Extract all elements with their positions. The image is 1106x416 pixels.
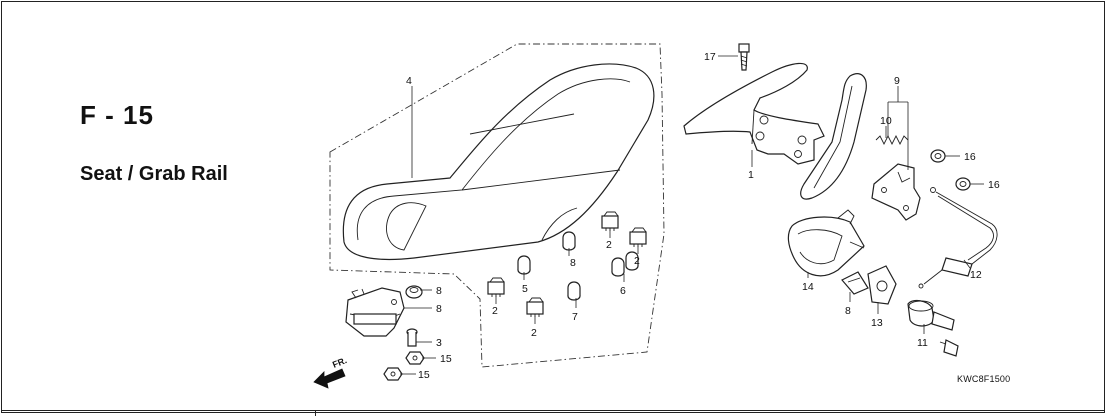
callout-9: 9 [894,75,900,87]
buffer-2 [517,255,531,275]
callout-10: 10 [880,115,892,127]
flange-nut-upper [405,351,425,365]
grommet-lower [955,177,971,191]
buffer-5 [567,281,581,301]
seat-lock-cable [918,187,998,289]
section-code: F - 15 [80,100,154,130]
callout-5: 8 [436,303,442,315]
assembly-boundary [329,43,665,368]
flange-nut-lower [383,367,403,381]
callout-15-upper: 15 [440,353,452,365]
callout-15-lower: 15 [418,369,430,381]
seat-hinge [345,287,405,337]
callout-8-d: 7 [572,311,578,323]
callout-8-b: 5 [522,283,528,295]
key-cylinder [907,299,959,357]
buffer-3 [625,251,639,271]
callout-numbers: 4 17 1 9 10 16 16 12 14 8 13 11 8 8 3 15… [406,51,1000,381]
hinge-collar [406,328,418,347]
callout-4: 8 [845,305,851,317]
bolt [738,43,750,71]
callout-16-lower: 16 [988,179,1000,191]
seat-lock-plate [871,163,921,221]
clip-4 [526,297,544,317]
callout-17: 17 [704,51,716,63]
hinge-bushing [405,285,423,299]
buffer-4 [611,257,625,277]
helmet-hook-box [787,209,865,277]
callout-2-c: 2 [492,305,498,317]
callout-8-a: 8 [570,257,576,269]
callout-2-a: 2 [606,239,612,251]
callout-3: 3 [436,337,442,349]
lock-cover [867,265,897,305]
callout-12: 12 [970,269,982,281]
direction-label: FR. [331,355,348,370]
section-title: Seat / Grab Rail [80,163,228,185]
lock-clip [841,271,869,295]
reference-code: KWC8F1500 [957,374,1011,384]
callout-11: 11 [917,337,928,349]
seat [342,63,655,261]
grab-rail [683,62,867,200]
clip-1 [601,211,619,231]
leader-lines [400,55,984,375]
spring [875,134,909,146]
grommet-upper [930,149,946,163]
callout-1: 1 [748,169,754,181]
callout-13: 13 [871,317,883,329]
bottom-rule [2,410,1104,411]
callout-14: 14 [802,281,814,293]
clip-3 [487,277,505,297]
buffer-1 [562,231,576,251]
clip-2 [629,227,647,247]
callout-7: 8 [436,285,442,297]
front-direction-arrow: FR. [313,355,348,389]
callout-2-d: 2 [531,327,537,339]
callout-6: 4 [406,75,412,87]
bottom-tick [315,410,316,416]
callout-8-c: 6 [620,285,626,297]
callout-16-upper: 16 [964,151,976,163]
callout-2-b: 2 [634,255,640,267]
